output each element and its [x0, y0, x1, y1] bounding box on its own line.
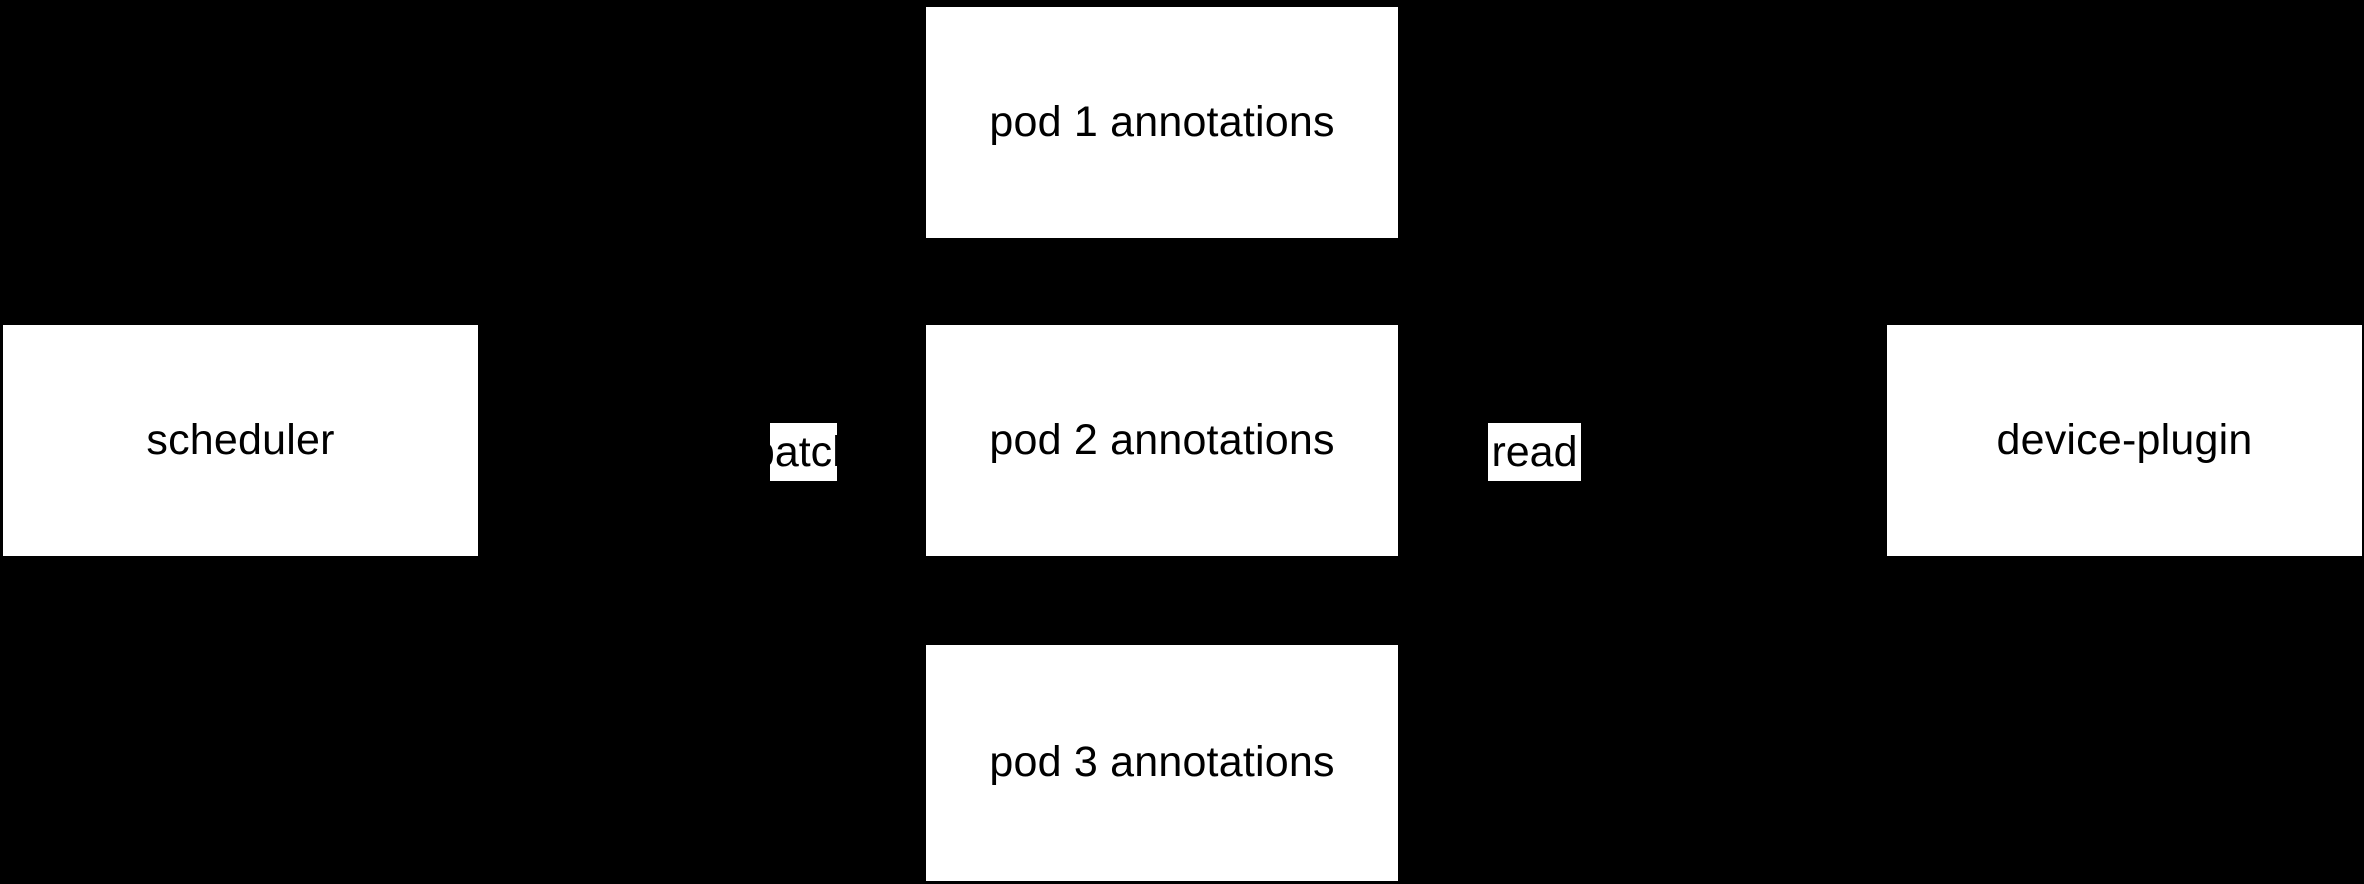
node-pod-2-annotations[interactable]: pod 2 annotations	[923, 322, 1401, 559]
connector-pod1-branch	[760, 122, 923, 125]
node-device-plugin[interactable]: device-plugin	[1884, 322, 2364, 559]
edge-label-patch: patch	[751, 423, 856, 481]
node-pod-1-annotations-label: pod 1 annotations	[989, 97, 1335, 146]
connector-pod3-branch	[760, 763, 923, 766]
node-pod-3-annotations[interactable]: pod 3 annotations	[923, 642, 1401, 884]
connector-pods-to-device-plugin	[1401, 439, 1884, 442]
connector-vertical-trunk	[760, 122, 763, 763]
node-pod-3-annotations-label: pod 3 annotations	[989, 738, 1335, 787]
node-scheduler-label: scheduler	[146, 415, 335, 464]
node-pod-1-annotations[interactable]: pod 1 annotations	[923, 4, 1401, 241]
edge-label-read: read	[1488, 423, 1581, 481]
node-scheduler[interactable]: scheduler	[0, 322, 481, 559]
node-device-plugin-label: device-plugin	[1996, 415, 2253, 464]
connector-scheduler-to-pods	[481, 439, 923, 442]
node-pod-2-annotations-label: pod 2 annotations	[989, 415, 1335, 464]
